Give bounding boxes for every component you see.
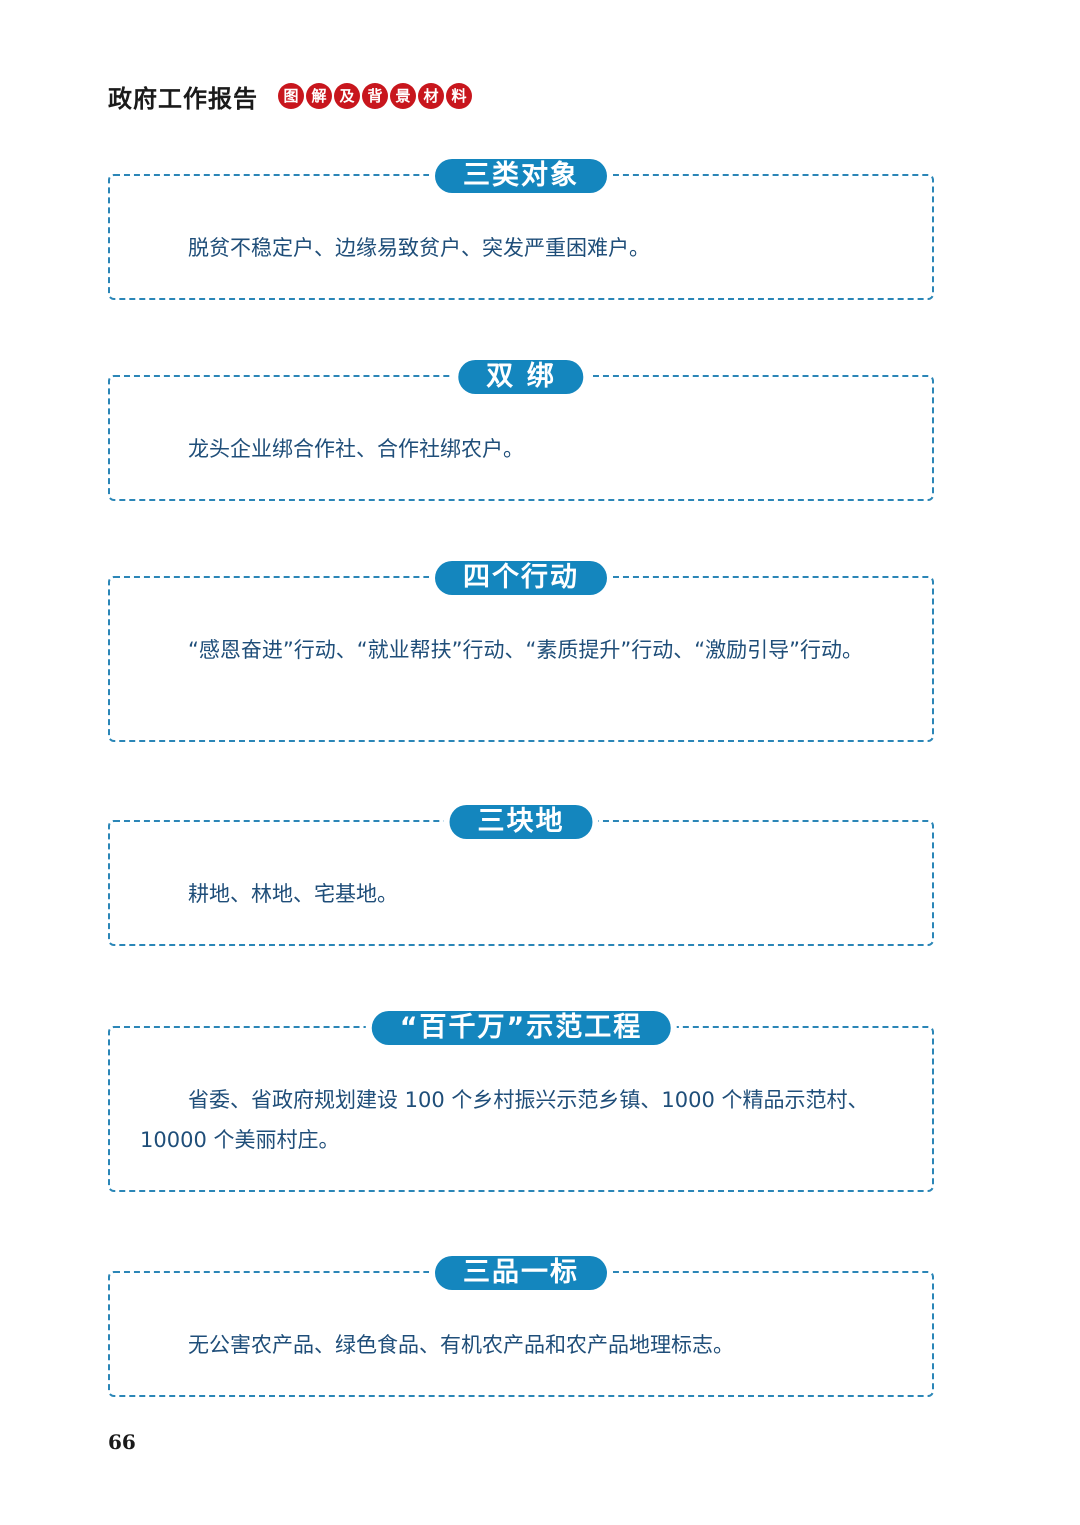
section-text: “感恩奋进”行动、“就业帮扶”行动、“素质提升”行动、“激励引导”行动。 bbox=[188, 638, 864, 662]
section-title: 四个行动 bbox=[435, 561, 607, 595]
section-box: 双 绑 龙头企业绑合作社、合作社绑农户。 bbox=[108, 360, 934, 501]
section-text: 耕地、林地、宅基地。 bbox=[188, 882, 398, 906]
header-title: 政府工作报告 bbox=[108, 83, 258, 113]
seal-char: 背 bbox=[362, 83, 388, 109]
section-title: 三类对象 bbox=[435, 159, 607, 193]
section-text: 无公害农产品、绿色食品、有机农产品和农产品地理标志。 bbox=[188, 1333, 734, 1357]
seal-char: 解 bbox=[306, 83, 332, 109]
header-seal-group: 图 解 及 背 景 材 料 bbox=[278, 83, 474, 109]
section-text: 龙头企业绑合作社、合作社绑农户。 bbox=[188, 437, 524, 461]
section-title: 三块地 bbox=[449, 805, 593, 839]
section-box: 三品一标 无公害农产品、绿色食品、有机农产品和农产品地理标志。 bbox=[108, 1256, 934, 1397]
seal-char: 料 bbox=[446, 83, 472, 109]
section-title: 三品一标 bbox=[435, 1256, 607, 1290]
section-box: 三类对象 脱贫不稳定户、边缘易致贫户、突发严重困难户。 bbox=[108, 159, 934, 300]
section-box: 四个行动 “感恩奋进”行动、“就业帮扶”行动、“素质提升”行动、“激励引导”行动… bbox=[108, 561, 934, 742]
seal-char: 景 bbox=[390, 83, 416, 109]
section-text: 脱贫不稳定户、边缘易致贫户、突发严重困难户。 bbox=[188, 236, 650, 260]
seal-char: 及 bbox=[334, 83, 360, 109]
page-number: 66 bbox=[108, 1430, 136, 1454]
page-header: 政府工作报告 图 解 及 背 景 材 料 bbox=[108, 78, 474, 114]
section-box: 三块地 耕地、林地、宅基地。 bbox=[108, 805, 934, 946]
section-title: “百千万”示范工程 bbox=[371, 1011, 671, 1045]
section-title: 双 绑 bbox=[458, 360, 584, 394]
seal-char: 图 bbox=[278, 83, 304, 109]
section-text: 省委、省政府规划建设 100 个乡村振兴示范乡镇、1000 个精品示范村、100… bbox=[140, 1088, 869, 1152]
seal-char: 材 bbox=[418, 83, 444, 109]
section-box: “百千万”示范工程 省委、省政府规划建设 100 个乡村振兴示范乡镇、1000 … bbox=[108, 1011, 934, 1192]
